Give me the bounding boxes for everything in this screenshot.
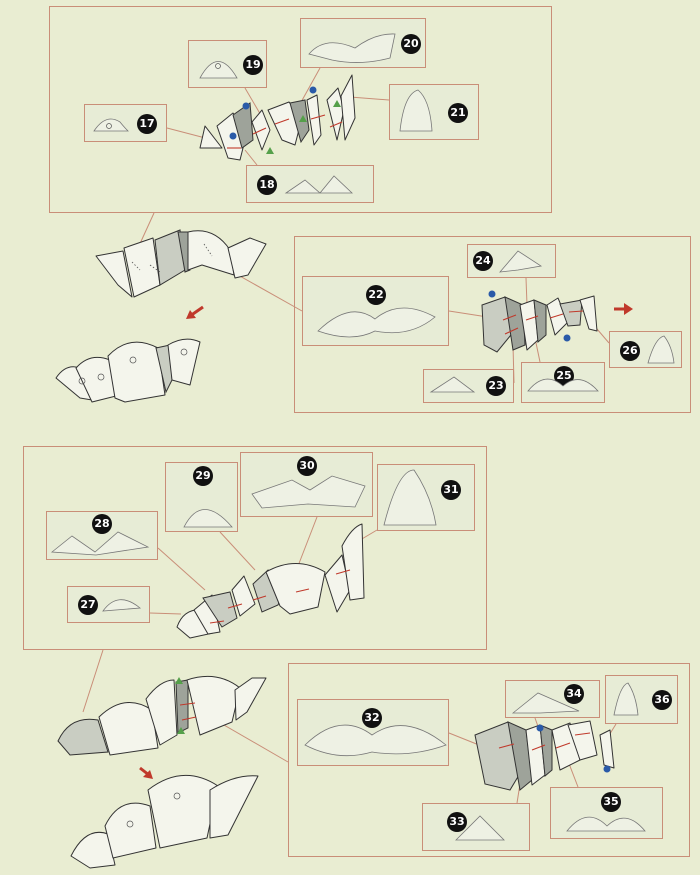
assembly-lower-right	[474, 720, 615, 791]
assembly-upper-left-done	[55, 338, 201, 403]
step-29-badge: 29	[193, 466, 213, 486]
lower-inset-frame	[23, 446, 487, 650]
step-24-badge: 24	[473, 251, 493, 271]
step-25-panel: 25	[521, 362, 605, 403]
step-32-badge: 32	[362, 708, 382, 728]
step-18-badge: 18	[257, 175, 277, 195]
step-25-badge: 25	[554, 366, 574, 386]
upper-inset-frame	[49, 6, 552, 213]
step-27-badge: 27	[78, 595, 98, 615]
thumbnails-lower-inset	[50, 469, 437, 612]
upper-right-frame	[294, 236, 691, 413]
step-36-badge: 36	[652, 690, 672, 710]
step-28-badge: 28	[92, 514, 112, 534]
assembly-upper-right	[481, 290, 598, 353]
step-33-badge: 33	[447, 812, 467, 832]
direction-arrows	[139, 303, 633, 779]
assembly-lower-left	[57, 675, 267, 756]
step-31-badge: 31	[441, 480, 461, 500]
step-26-badge: 26	[620, 341, 640, 361]
step-21-badge: 21	[448, 103, 468, 123]
thumbnails-lower-right	[304, 682, 646, 841]
assembly-lower-left-done	[70, 774, 259, 869]
step-23-panel: 23	[423, 369, 514, 403]
thumbnails-upper-right	[317, 250, 675, 393]
step-22-badge: 22	[366, 285, 386, 305]
upper-inset-assembly	[199, 74, 356, 161]
step-34-badge: 34	[564, 684, 584, 704]
step-19-badge: 19	[243, 55, 263, 75]
step-35-badge: 35	[601, 792, 621, 812]
step-20-badge: 20	[401, 34, 421, 54]
thumbnails-upper	[93, 33, 433, 194]
step-30-badge: 30	[297, 456, 317, 476]
step-17-badge: 17	[137, 114, 157, 134]
assembly-upper-left	[95, 229, 267, 298]
step-17-panel: 17	[84, 104, 167, 142]
step-22-panel: 22	[302, 276, 449, 346]
step-36-panel: 36	[605, 675, 678, 724]
lower-right-frame	[288, 663, 690, 857]
lower-inset-assembly	[176, 523, 365, 639]
step-23-badge: 23	[486, 376, 506, 396]
step-19-panel: 19	[188, 40, 267, 88]
